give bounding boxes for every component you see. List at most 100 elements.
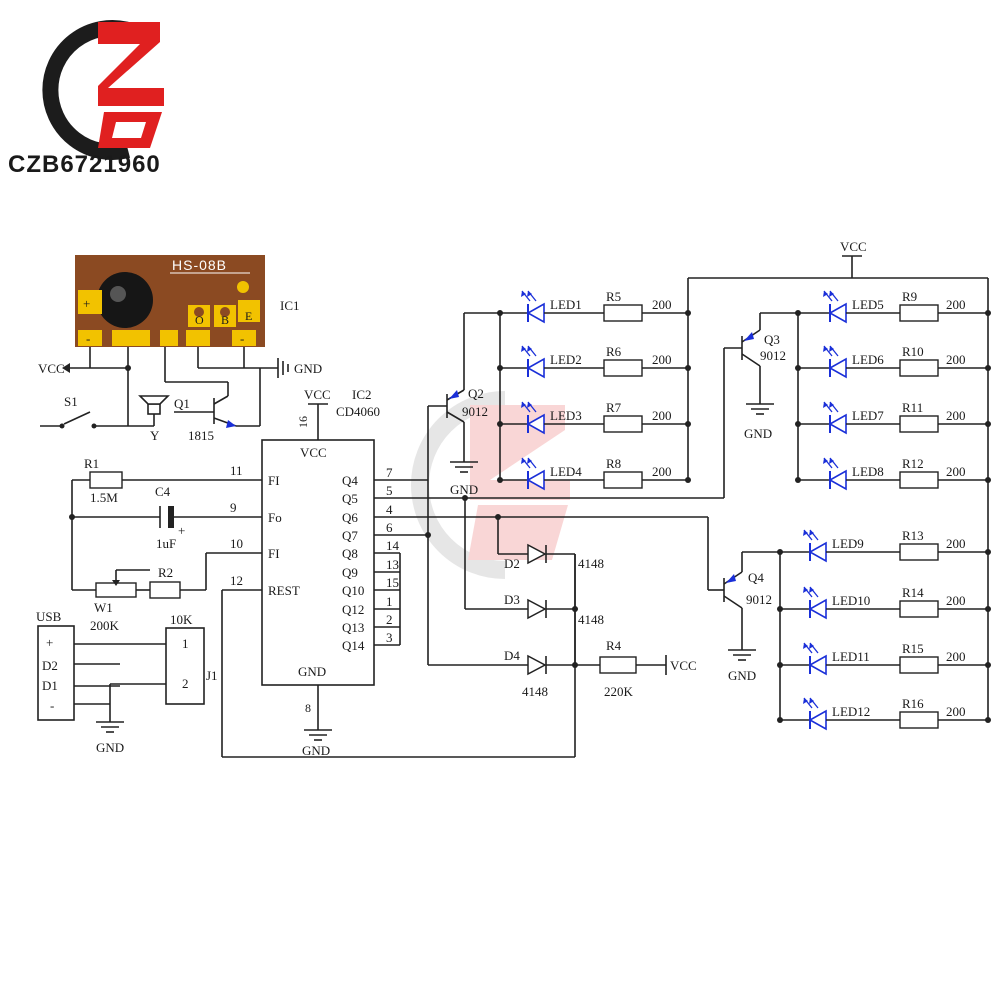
ic2-pin-name: Q8 xyxy=(342,546,358,561)
resistor-value-label: 200 xyxy=(946,297,966,312)
resistor-value-label: 200 xyxy=(946,593,966,608)
ic2-pin-number: 3 xyxy=(386,630,393,645)
led-label: LED7 xyxy=(852,408,884,423)
diode-label: D3 xyxy=(504,592,520,607)
logo-z-shape xyxy=(98,22,164,106)
module-pad-e xyxy=(238,300,260,322)
usb-connector: USB + D2 D1 - GND 10K 1 2 J1 xyxy=(36,609,218,755)
svg-text:D1: D1 xyxy=(42,678,58,693)
ic2-part-label: CD4060 xyxy=(336,404,380,419)
ic2-vcc-label: VCC xyxy=(300,445,327,460)
gnd-usb-label: GND xyxy=(96,740,124,755)
q2-label: Q2 xyxy=(468,386,484,401)
ic2-pin-number: 4 xyxy=(386,502,393,517)
led-resistor xyxy=(899,304,939,322)
resistor-label: R15 xyxy=(902,641,924,656)
diode-label: D2 xyxy=(504,556,520,571)
diode-symbol xyxy=(527,598,547,620)
vcc-ic1-label: VCC xyxy=(38,361,65,376)
diode-part-label: 4148 xyxy=(578,556,604,571)
svg-text:D2: D2 xyxy=(42,658,58,673)
led-resistor xyxy=(603,304,643,322)
ic2-pin-number: 1 xyxy=(386,594,393,609)
svg-text:-: - xyxy=(86,331,90,346)
led-symbol xyxy=(828,469,847,491)
led-symbol xyxy=(808,654,827,676)
led-label: LED5 xyxy=(852,297,884,312)
svg-text:O: O xyxy=(195,313,204,327)
ic2-pin-number: 15 xyxy=(386,575,399,590)
q4-part-label: 9012 xyxy=(746,592,772,607)
resistor-label: R6 xyxy=(606,344,622,359)
q2-part-label: 9012 xyxy=(462,404,488,419)
svg-text:B: B xyxy=(221,313,229,327)
ic2-pin-name: REST xyxy=(268,583,300,598)
s1-label: S1 xyxy=(64,394,78,409)
q3-label: Q3 xyxy=(764,332,780,347)
ic2-pin-number: 13 xyxy=(386,557,399,572)
usb-body xyxy=(37,625,75,721)
module-chip-blob xyxy=(97,272,153,328)
oscillator-network: R1 1.5M C4 1uF + R2 W1 200K xyxy=(69,456,262,633)
led-symbol xyxy=(808,541,827,563)
r2-resistor xyxy=(149,581,181,599)
ic2-pin-number: 6 xyxy=(386,520,393,535)
diode-label: D4 xyxy=(504,648,520,663)
resistor-value-label: 200 xyxy=(946,352,966,367)
resistor-value-label: 200 xyxy=(652,297,672,312)
ic2-pin-name: Q6 xyxy=(342,510,358,525)
led-resistor xyxy=(603,415,643,433)
ic2-pin-name: Q12 xyxy=(342,602,364,617)
resistor-value-label: 200 xyxy=(652,408,672,423)
gnd-q3-label: GND xyxy=(744,426,772,441)
diode-symbol xyxy=(527,543,547,565)
ic2-pin-name: Q5 xyxy=(342,491,358,506)
j1-connector xyxy=(165,627,205,705)
pin8-label: 8 xyxy=(305,701,311,715)
ic2-pin-name: Q10 xyxy=(342,583,364,598)
svg-text:1: 1 xyxy=(182,636,189,651)
q1-part-label: 1815 xyxy=(188,428,214,443)
gnd-q4-label: GND xyxy=(728,668,756,683)
j1-label: J1 xyxy=(206,668,218,683)
resistor-value-label: 200 xyxy=(946,649,966,664)
resistor-label: R5 xyxy=(606,289,621,304)
r1-resistor xyxy=(89,471,123,489)
ic1-wiring: VCC GND S1 Y Q1 1815 xyxy=(38,347,322,443)
led-resistor xyxy=(899,600,939,618)
led-symbol xyxy=(808,598,827,620)
usb-label: USB xyxy=(36,609,62,624)
q4-transistor: Q4 9012 GND xyxy=(723,551,780,683)
led-resistor xyxy=(899,359,939,377)
module-bottom-pad-5 xyxy=(232,330,256,346)
ic2-pin-name: Q9 xyxy=(342,565,358,580)
resistor-value-label: 200 xyxy=(946,408,966,423)
resistor-value-label: 200 xyxy=(946,704,966,719)
resistor-label: R16 xyxy=(902,696,924,711)
ic2-pin-number: 5 xyxy=(386,483,393,498)
c4-capacitor xyxy=(168,506,174,528)
resistor-label: R13 xyxy=(902,528,924,543)
logo-c-arc xyxy=(42,20,131,160)
ic2-pin-name: FI xyxy=(268,473,280,488)
ic2-pin-name: Q7 xyxy=(342,528,358,543)
diode-symbol xyxy=(527,654,547,676)
q3-transistor: Q3 9012 GND xyxy=(741,312,798,441)
ic2-pin-name: Q14 xyxy=(342,638,365,653)
r4-label: R4 xyxy=(606,638,622,653)
led-symbol xyxy=(526,357,545,379)
resistor-label: R14 xyxy=(902,585,924,600)
led-label: LED10 xyxy=(832,593,870,608)
led-resistor xyxy=(899,415,939,433)
led-symbol xyxy=(828,413,847,435)
svg-text:-: - xyxy=(50,698,54,713)
ic2-gnd-label: GND xyxy=(298,664,326,679)
module-bottom-pad-2 xyxy=(112,330,150,346)
svg-text:-: - xyxy=(240,331,244,346)
w1-value-label: 200K xyxy=(90,618,120,633)
